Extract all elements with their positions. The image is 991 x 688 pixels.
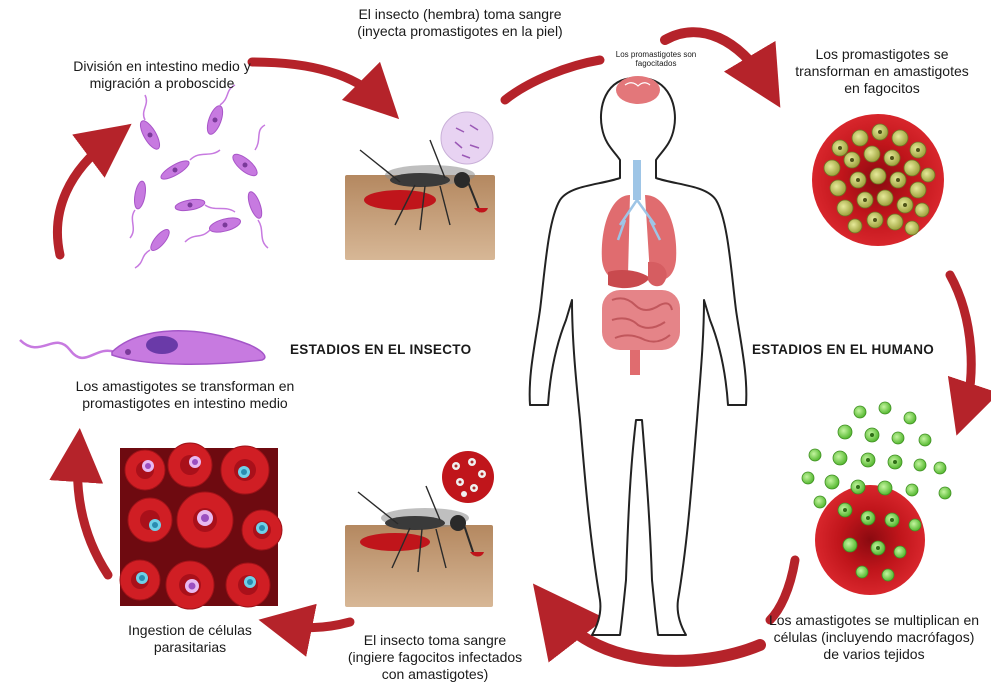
transform-label-line: transforman en amastigotes [782, 63, 982, 80]
amastigote-transform-line: Los amastigotes se transforman en [40, 378, 330, 395]
mosquito-icon [345, 112, 495, 260]
division-label-line: migración a proboscide [52, 75, 272, 92]
promastigote-icon [20, 331, 265, 364]
mosquito-icon [345, 451, 494, 607]
multiply-label-line: células (incluyendo macrófagos) [757, 629, 991, 646]
phagocytosed-line: Los promastigotes son [606, 50, 706, 59]
ingestion-label-line: parasitarias [100, 639, 280, 656]
human-stages-header: ESTADIOS EN EL HUMANO [752, 342, 934, 357]
division-label: División en intestino medio y migración … [52, 58, 272, 92]
insect-takes-blood-line: (inyecta promastigotes en la piel) [325, 23, 595, 40]
amastigote-transform-label: Los amastigotes se transforman en promas… [40, 378, 330, 412]
insect-ingests-line: (ingiere fagocitos infectados [325, 649, 545, 666]
insect-ingests-line: con amastigotes) [325, 666, 545, 683]
insect-stages-header: ESTADIOS EN EL INSECTO [290, 342, 471, 357]
insect-ingests-label: El insecto toma sangre (ingiere fagocito… [325, 632, 545, 683]
phagocytosed-label: Los promastigotes son fagocitados [606, 50, 706, 68]
multiply-label-line: de varios tejidos [757, 646, 991, 663]
transform-label-line: Los promastigotes se [782, 46, 982, 63]
transform-label-line: en fagocitos [782, 80, 982, 97]
insect-takes-blood-line: El insecto (hembra) toma sangre [325, 6, 595, 23]
phagocyte-icon [812, 114, 944, 246]
red-blood-cells-icon [120, 443, 282, 609]
promastigote-cluster-icon [130, 85, 268, 268]
transform-label: Los promastigotes se transforman en amas… [782, 46, 982, 97]
insect-ingests-line: El insecto toma sangre [325, 632, 545, 649]
multiply-label: Los amastigotes se multiplican en célula… [757, 612, 991, 663]
phagocytosed-line: fagocitados [606, 59, 706, 68]
division-label-line: División en intestino medio y [52, 58, 272, 75]
insect-takes-blood-label: El insecto (hembra) toma sangre (inyecta… [325, 6, 595, 40]
human-body-icon [530, 76, 747, 635]
multiply-label-line: Los amastigotes se multiplican en [757, 612, 991, 629]
infected-macrophage-icon [802, 402, 951, 595]
amastigote-transform-line: promastigotes en intestino medio [40, 395, 330, 412]
ingestion-label-line: Ingestion de células [100, 622, 280, 639]
ingestion-label: Ingestion de células parasitarias [100, 622, 280, 656]
